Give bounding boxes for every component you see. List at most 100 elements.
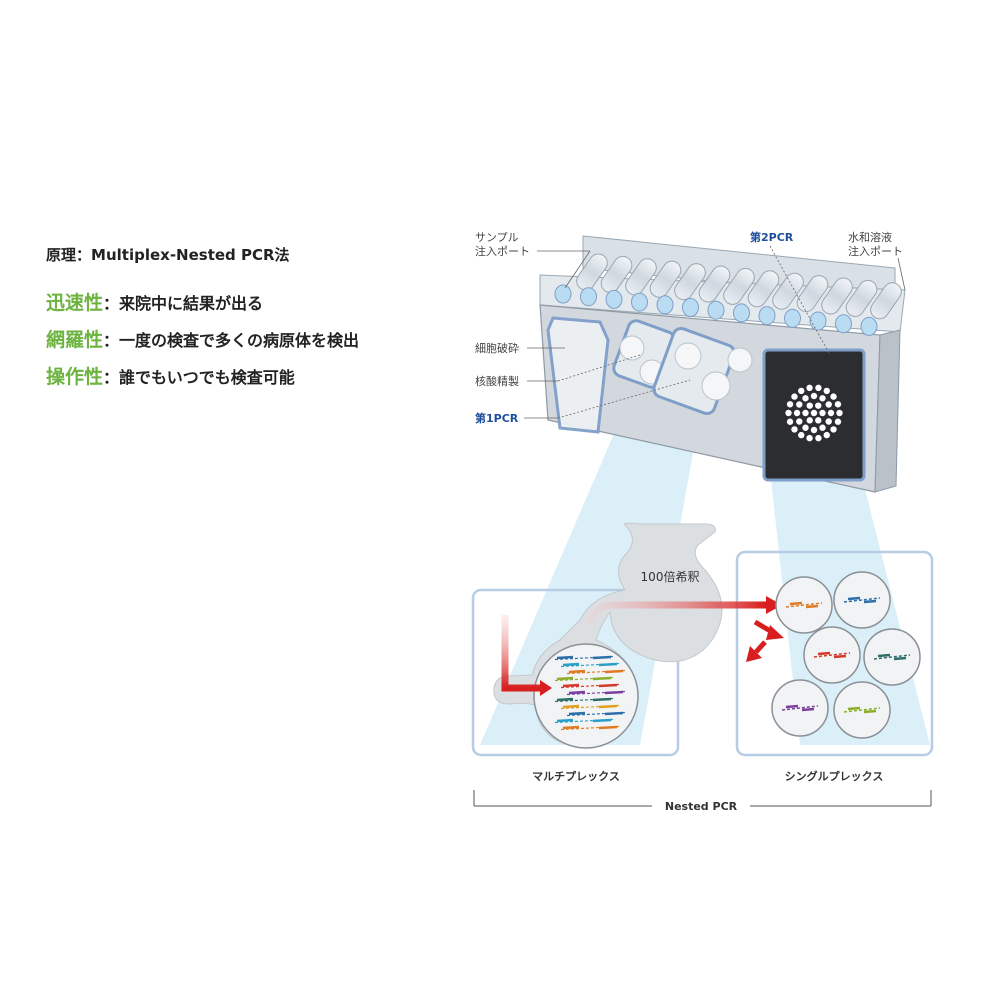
dna-strand	[843, 597, 881, 603]
primer-arrow	[568, 690, 586, 695]
array-well	[825, 418, 832, 425]
red-arrow-into-multiplex	[501, 615, 540, 692]
primer-arrow	[592, 697, 612, 702]
port-hole	[656, 295, 674, 315]
array-well	[834, 418, 842, 425]
primer-arrow	[805, 604, 819, 609]
label-singleplex: シングルプレックス	[785, 769, 884, 783]
tube	[576, 253, 608, 291]
array-well	[815, 384, 822, 392]
leader-second-pcr	[769, 245, 831, 356]
primer-arrow	[877, 653, 891, 658]
label-sample-port-2: 注入ポート	[475, 244, 530, 258]
feature-speed-sep: ：	[103, 294, 120, 313]
port-hole	[707, 300, 725, 320]
feature-speed-desc: 来院中に結果が出る	[119, 294, 264, 313]
primer-arrow	[568, 669, 586, 674]
singleplex-well	[775, 576, 833, 634]
feature-speed-key: 迅速性	[46, 292, 104, 314]
pouch-side	[874, 329, 901, 493]
port-hole	[784, 308, 801, 328]
label-hydration-port-2: 注入ポート	[848, 244, 903, 258]
feature-usability-key: 操作性	[46, 366, 104, 388]
principle-colon: ：	[76, 246, 92, 264]
array-well	[830, 426, 837, 433]
array-well	[836, 409, 843, 417]
label-sample-port-1: サンプル	[475, 231, 519, 244]
tube	[674, 263, 706, 301]
beam-first-pcr	[480, 415, 700, 745]
singleplex-well	[833, 571, 891, 629]
array-well	[802, 424, 809, 431]
tube	[649, 260, 682, 298]
array-well	[793, 409, 801, 417]
feature-speed: 迅速性：来院中に結果が出る	[46, 288, 263, 315]
array-well	[798, 431, 805, 439]
dna-strand	[873, 654, 911, 660]
tube	[698, 265, 731, 303]
leader-hydration-port	[897, 257, 906, 291]
primer-arrow	[556, 655, 574, 660]
tube	[772, 272, 804, 310]
primer-arrow	[863, 599, 877, 604]
primer-arrow	[604, 690, 624, 695]
primer-arrow	[598, 683, 618, 688]
port-hole	[605, 289, 623, 309]
primer-arrow	[598, 725, 618, 730]
array-well	[823, 387, 830, 395]
primer-arrow	[562, 662, 580, 667]
red-arrow-split-2	[754, 640, 767, 654]
singleplex-well	[833, 681, 891, 739]
array-well	[825, 401, 832, 408]
red-arrow-dilution	[586, 601, 766, 626]
tube	[747, 270, 780, 308]
port-hole	[554, 284, 572, 304]
primer-arrow	[785, 704, 799, 709]
tube	[723, 267, 755, 305]
label-first-pcr: 第1PCR	[475, 411, 519, 425]
array-well	[819, 409, 826, 417]
principle-label: 原理	[46, 246, 77, 264]
leader-first-pcr-2	[557, 379, 691, 419]
tube	[870, 282, 902, 320]
primer-arrow	[833, 654, 847, 659]
dna-strand	[843, 707, 881, 713]
array-well	[823, 431, 830, 439]
port-row	[554, 284, 878, 336]
primer-arrow	[562, 683, 580, 688]
array-wells	[785, 384, 843, 442]
feature-coverage-sep: ：	[103, 331, 120, 350]
singleplex-wells	[771, 571, 921, 739]
array-well	[819, 395, 826, 402]
dna-strand	[813, 652, 851, 658]
primer-arrow	[604, 669, 624, 674]
dna-strand	[781, 705, 819, 711]
port-hole	[631, 292, 648, 312]
multiplex-strands	[554, 655, 626, 731]
array-well	[802, 409, 809, 417]
red-arrow-into-multiplex-head	[540, 680, 552, 696]
array-well	[791, 393, 798, 400]
primer-arrow	[847, 596, 861, 601]
primer-arrow	[801, 707, 815, 712]
feature-usability: 操作性：誰でもいつでも検査可能	[46, 362, 295, 389]
singleplex-well	[863, 628, 921, 686]
array-well	[810, 409, 818, 417]
array-well	[810, 426, 818, 434]
principle-value: Multiplex-Nested PCR法	[91, 246, 290, 264]
array-well	[796, 401, 803, 408]
primer-arrow	[556, 676, 574, 681]
array-well	[785, 409, 792, 417]
red-arrow-split-1-head	[766, 625, 784, 640]
array-well	[806, 384, 813, 392]
red-arrow-dilution-head	[766, 596, 782, 614]
primer-arrow	[604, 711, 624, 716]
principle-line: 原理：Multiplex-Nested PCR法	[46, 244, 290, 265]
array-well	[810, 392, 818, 400]
singleplex-well	[771, 679, 829, 737]
array-well	[806, 417, 813, 424]
label-nested-pcr: Nested PCR	[665, 800, 738, 813]
primer-arrow	[592, 676, 612, 681]
array-well	[827, 409, 835, 417]
